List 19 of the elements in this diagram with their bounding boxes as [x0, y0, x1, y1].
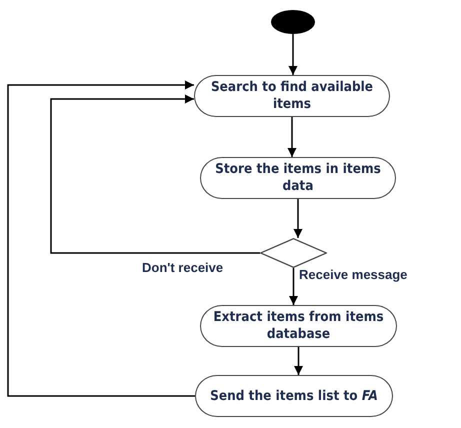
activity-box	[200, 157, 396, 199]
activity-label: Store the items in items data	[214, 161, 382, 195]
activity-label: Extract items from items database	[212, 309, 385, 343]
activity-box	[200, 305, 397, 347]
arrow	[289, 268, 298, 305]
arrow	[294, 347, 303, 375]
arrow	[50, 94, 260, 254]
edge-label: Don't receive	[141, 260, 224, 275]
activity-label: Search to find available items	[210, 79, 374, 113]
arrow	[294, 199, 302, 238]
arrow	[288, 117, 296, 157]
decision-diamond	[260, 238, 327, 268]
activity-box	[195, 375, 393, 417]
arrow	[288, 34, 298, 75]
start-node	[271, 10, 315, 34]
arrow	[7, 80, 195, 397]
edge-label: Receive message	[298, 267, 408, 282]
activity-label: Send the items list to FA	[209, 388, 379, 404]
activity-box	[194, 75, 390, 117]
